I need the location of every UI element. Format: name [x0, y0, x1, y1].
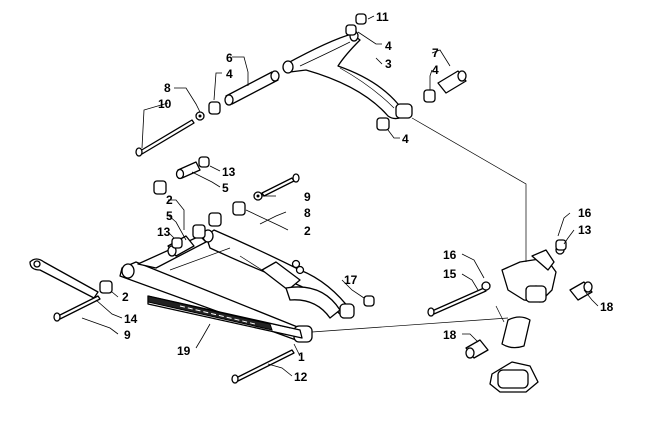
lower-bolt	[231, 349, 295, 384]
upper-a-arm	[282, 30, 413, 120]
callout-1: 1	[298, 350, 305, 364]
steering-knuckle	[489, 249, 557, 393]
callout-19: 19	[177, 344, 191, 358]
callout-9: 9	[304, 190, 311, 204]
callout-7: 7	[432, 46, 439, 60]
callout-17: 17	[344, 273, 358, 287]
callout-labels: 11 4 3 7 4 6 4 8 10 4 13 5 2 5 13 9 8 2 …	[122, 10, 614, 384]
stabilizer-link	[29, 258, 99, 299]
callout-12: 12	[294, 370, 308, 384]
link-bolt	[53, 295, 101, 322]
alignment-lines	[311, 117, 527, 333]
callout-2: 2	[122, 290, 129, 304]
upper-bolt	[135, 111, 205, 157]
upper-bushings	[208, 24, 436, 131]
callout-5: 5	[222, 181, 229, 195]
callout-9: 9	[124, 328, 131, 342]
callout-10: 10	[158, 97, 172, 111]
lower-nuts	[171, 156, 375, 307]
callout-8: 8	[304, 206, 311, 220]
callout-13: 13	[157, 225, 171, 239]
callout-15: 15	[443, 267, 457, 281]
callout-6: 6	[226, 51, 233, 65]
callout-13: 13	[578, 223, 592, 237]
callout-16: 16	[578, 206, 592, 220]
lower-bushings	[99, 180, 246, 294]
callout-13: 13	[222, 165, 236, 179]
callout-8: 8	[164, 81, 171, 95]
callout-5: 5	[166, 209, 173, 223]
callout-2: 2	[166, 193, 173, 207]
callout-4: 4	[432, 63, 439, 77]
lower-washer-bolt	[253, 173, 300, 201]
upper-pivot-shaft	[224, 70, 280, 106]
callout-4: 4	[226, 67, 233, 81]
callout-18: 18	[443, 328, 457, 342]
callout-4: 4	[385, 39, 392, 53]
callout-3: 3	[385, 57, 392, 71]
callout-16: 16	[443, 248, 457, 262]
callout-11: 11	[376, 10, 389, 24]
upper-pin	[437, 70, 467, 94]
leader-lines	[81, 15, 599, 377]
callout-4: 4	[402, 132, 409, 146]
lower-a-arm	[119, 229, 355, 343]
callout-18: 18	[600, 300, 614, 314]
callout-14: 14	[124, 312, 138, 326]
callout-2: 2	[304, 224, 311, 238]
upper-nut	[355, 13, 367, 25]
knuckle-bolts	[427, 239, 593, 359]
decal-strip	[147, 295, 273, 331]
